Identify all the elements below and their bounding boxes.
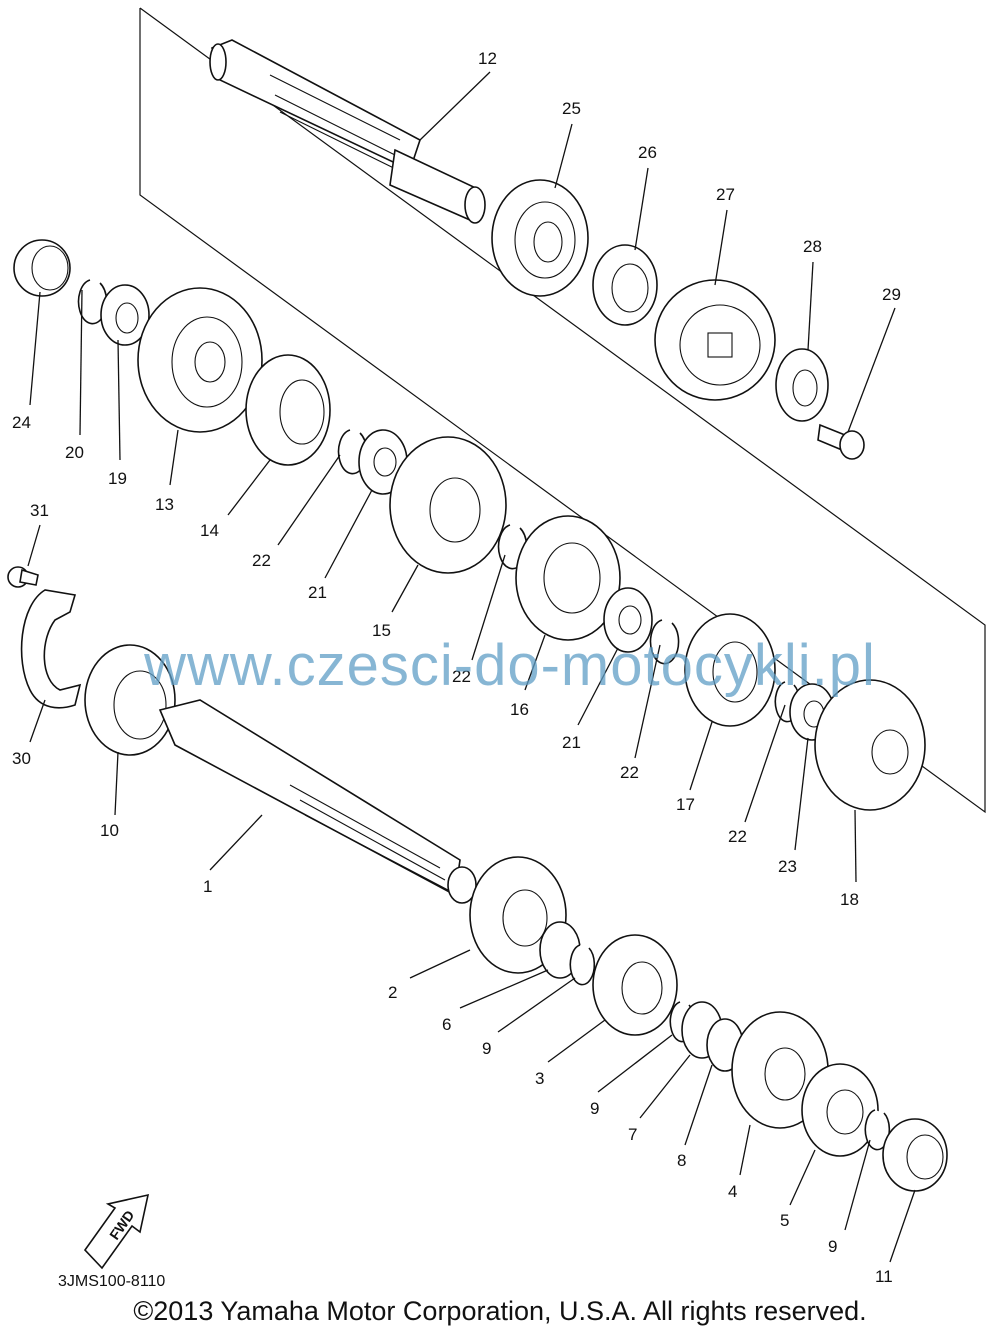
bearing-24 <box>13 239 71 297</box>
washer-21b <box>603 587 653 653</box>
bolt-29 <box>817 423 865 460</box>
callout-11: 11 <box>875 1267 893 1286</box>
callout-9b: 9 <box>590 1099 599 1118</box>
callout-5: 5 <box>780 1211 789 1230</box>
callout-31: 31 <box>30 501 49 520</box>
callout-10: 10 <box>100 821 119 840</box>
callout-13: 13 <box>155 495 174 514</box>
callout-25: 25 <box>562 99 581 118</box>
callout-14: 14 <box>200 521 219 540</box>
callout-2: 2 <box>388 983 397 1002</box>
callout-15: 15 <box>372 621 391 640</box>
callout-19: 19 <box>108 469 127 488</box>
copyright-notice: ©2013 Yamaha Motor Corporation, U.S.A. A… <box>133 1296 867 1326</box>
callout-22b: 22 <box>452 667 471 686</box>
gear-17 <box>684 613 776 727</box>
gear-3 <box>592 934 678 1036</box>
callout-7: 7 <box>628 1125 637 1144</box>
circlip-22c <box>649 619 680 665</box>
fwd-arrow-icon: FWD <box>83 1193 150 1270</box>
callout-23: 23 <box>778 857 797 876</box>
screw-31 <box>7 566 39 588</box>
drive-sprocket-27 <box>654 279 776 401</box>
callout-22a: 22 <box>252 551 271 570</box>
leader-lines <box>27 71 916 1263</box>
callout-9c: 9 <box>828 1237 837 1256</box>
drive-axle <box>209 39 486 224</box>
callout-21a: 21 <box>308 583 327 602</box>
gear-18 <box>814 679 926 811</box>
watermark: www.czesci-do-motocykli.pl <box>144 633 876 698</box>
main-axle-1 <box>158 699 477 904</box>
callout-29: 29 <box>882 285 901 304</box>
callout-17: 17 <box>676 795 695 814</box>
callout-4: 4 <box>728 1182 737 1201</box>
bearing-10 <box>84 644 176 756</box>
callout-28: 28 <box>803 237 822 256</box>
callout-6: 6 <box>442 1015 451 1034</box>
drawing-code: 3JMS100-8110 <box>58 1273 166 1290</box>
callout-21b: 21 <box>562 733 581 752</box>
gear-5 <box>801 1063 879 1157</box>
callout-18: 18 <box>840 890 859 909</box>
callout-22d: 22 <box>728 827 747 846</box>
callout-20: 20 <box>65 443 84 462</box>
gear-16 <box>515 515 621 641</box>
callout-27: 27 <box>716 185 735 204</box>
callout-9a: 9 <box>482 1039 491 1058</box>
oil-seal-26 <box>592 244 658 326</box>
callout-8: 8 <box>677 1151 686 1170</box>
gear-13 <box>137 287 263 433</box>
callout-22c: 22 <box>620 763 639 782</box>
callout-26: 26 <box>638 143 657 162</box>
callout-24: 24 <box>12 413 31 432</box>
callout-30: 30 <box>12 749 31 768</box>
washer-19 <box>100 284 150 346</box>
bearing-11 <box>882 1118 948 1192</box>
axle-frame <box>139 7 986 814</box>
callout-16: 16 <box>510 700 529 719</box>
gear-14 <box>245 354 331 466</box>
lock-washer-28 <box>775 348 829 422</box>
circlip-9c <box>864 1109 891 1151</box>
circlip-9a <box>569 944 596 986</box>
retainer-30 <box>20 589 82 709</box>
callout-12: 12 <box>478 49 497 68</box>
callout-3: 3 <box>535 1069 544 1088</box>
callout-labels: 12 25 26 27 28 29 24 20 19 13 14 22 21 1… <box>12 49 901 1286</box>
bearing-25 <box>491 179 589 297</box>
gear-15 <box>389 436 507 574</box>
callout-1: 1 <box>203 877 212 896</box>
